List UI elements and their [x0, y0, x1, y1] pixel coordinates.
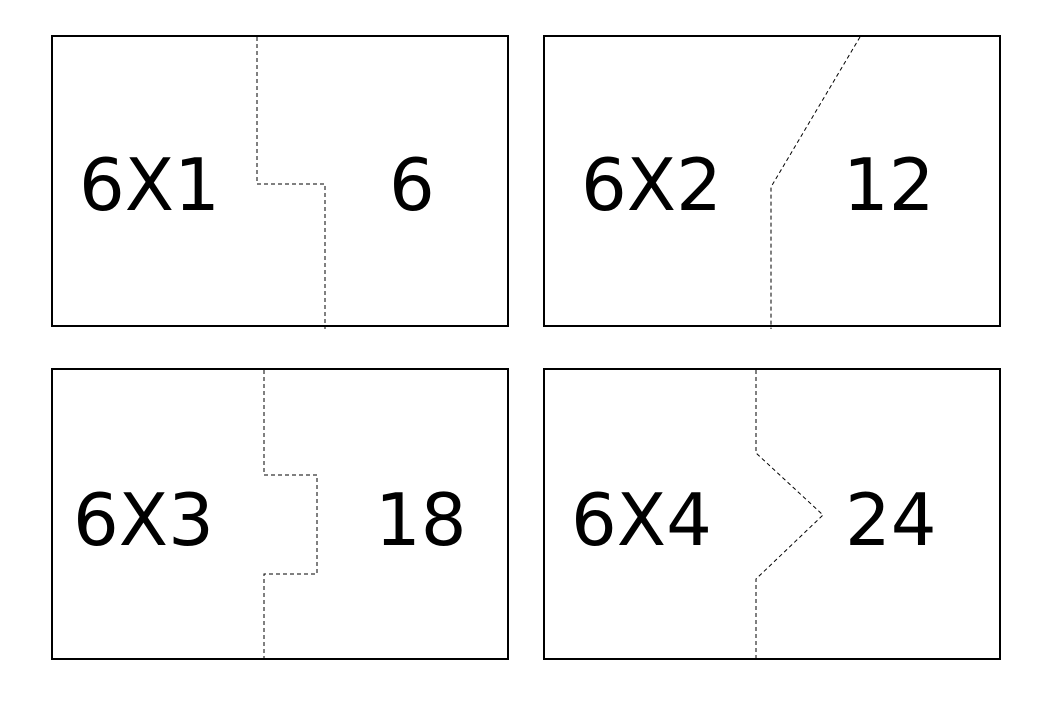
product-answer: 24 [845, 478, 937, 562]
cut-line [770, 37, 861, 329]
puzzle-card-6x1: 6X1 6 [51, 35, 509, 329]
multiplication-expression: 6X2 [581, 143, 722, 227]
multiplication-expression: 6X1 [79, 143, 220, 227]
puzzle-card-6x2: 6X2 12 [543, 35, 1001, 329]
puzzle-card-6x3: 6X3 18 [51, 368, 509, 662]
multiplication-expression: 6X4 [571, 478, 712, 562]
product-answer: 18 [375, 478, 467, 562]
cut-line [263, 370, 318, 662]
puzzle-card-6x4: 6X4 24 [543, 368, 1001, 662]
product-answer: 6 [389, 143, 435, 227]
cut-line [256, 37, 326, 329]
product-answer: 12 [843, 143, 935, 227]
multiplication-expression: 6X3 [73, 478, 214, 562]
cut-line [755, 370, 824, 662]
